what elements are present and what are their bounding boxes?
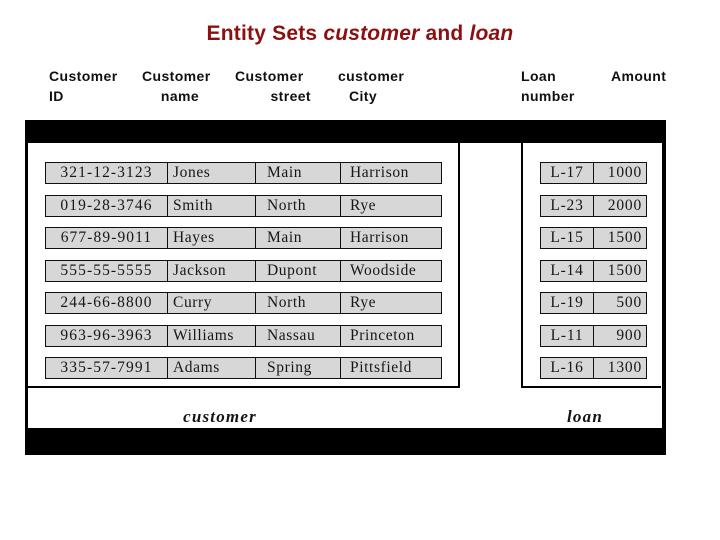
table-cell: Harrison [340,228,443,248]
loan-table-row: L-23 2000 [540,194,648,217]
title-entity-customer: customer [323,22,420,45]
title-conjunction: and [419,22,470,45]
table-cell: Spring [255,358,340,378]
loan-table-row: L-16 1300 [540,357,647,379]
table-cell: 244-66-8800 [60,294,153,311]
table-cell: Williams [167,325,255,346]
loan-table-row: L-15 1500 [540,227,647,249]
table-cell: 1500 [593,228,648,248]
header-line: customer [338,68,405,84]
header-line: Loan [521,68,557,84]
header-line: ID [49,88,64,104]
column-header-customer-street: Customer street [235,66,311,106]
loan-table-row: L-19 500 [540,292,647,314]
title-prefix: Entity Sets [206,22,324,45]
table-cell: Jackson [167,260,255,281]
table-cell: 900 [593,325,648,346]
table-cell: Dupont [255,260,340,281]
column-header-amount: Amount [611,66,666,86]
table-cell: Jones [167,163,255,183]
header-line: street [270,88,311,104]
loan-table-row: L-14 1500 [540,259,648,282]
loan-table-row: L-17 1000 [540,162,647,184]
table-cell: Nassau [255,325,340,346]
column-header-loan-number: Loan number [521,66,575,106]
table-cell: Curry [167,293,255,313]
table-cell: 555-55-5555 [60,261,153,279]
column-header-customer-city: customer City [338,66,412,106]
column-header-customer-id: Customer ID [49,66,118,106]
table-cell: Woodside [340,260,443,281]
table-cell: Harrison [340,163,443,183]
table-cell: Smith [167,195,255,216]
table-cell: Main [255,163,340,183]
table-cell: L-19 [550,294,584,311]
table-cell: Main [255,228,340,248]
header-line: number [521,88,575,104]
table-cell: 1000 [593,163,648,183]
table-cell: L-14 [550,261,584,279]
table-cell: North [255,195,340,216]
table-cell: L-23 [550,196,584,214]
header-line: name [160,88,200,104]
table-cell: Hayes [167,228,255,248]
table-cell: L-17 [550,164,584,181]
table-cell: 335-57-7991 [60,359,153,376]
header-line: Customer [142,68,211,84]
table-cell: 019-28-3746 [60,196,153,214]
header-line: Customer [49,68,118,84]
table-cell: L-11 [550,326,584,344]
header-line: City [349,88,378,104]
table-cell: 1300 [593,358,648,378]
header-line: Amount [611,68,667,84]
table-cell: North [255,293,340,313]
table-cell: Rye [340,293,443,313]
table-cell: 321-12-3123 [60,164,153,181]
column-header-customer-name: Customer name [142,66,218,106]
customer-table-caption: customer [183,407,257,426]
table-cell: Rye [340,195,443,216]
table-cell: 963-96-3963 [60,326,153,344]
title-entity-loan: loan [469,22,514,45]
table-cell: 677-89-9011 [60,229,153,246]
loan-table-row: L-11 900 [540,324,648,347]
table-cell: 2000 [593,195,648,216]
table-cell: Pittsfield [340,358,443,378]
header-line: Customer [235,68,304,84]
table-cell: L-16 [550,359,584,376]
table-cell: 500 [593,293,648,313]
table-cell: Adams [167,358,255,378]
table-cell: L-15 [550,229,584,246]
loan-table-caption: loan [567,407,603,426]
page-title: Entity Sets customer and loan [0,21,720,47]
table-cell: Princeton [340,325,443,346]
table-cell: 1500 [593,260,648,281]
